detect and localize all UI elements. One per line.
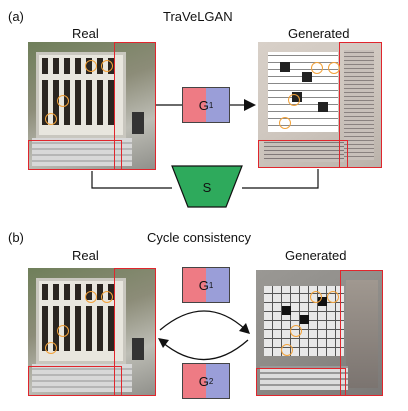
orange-circle: [85, 60, 97, 72]
orange-circle: [288, 94, 300, 106]
siamese-label: S: [202, 180, 212, 195]
arrow-head-icon: [239, 323, 250, 334]
red-box-bottom-generated-b: [256, 368, 346, 396]
red-box-right-real-b: [114, 268, 156, 396]
orange-circle: [57, 95, 69, 107]
generator-g1-name: G: [198, 97, 209, 113]
red-box-right-generated-b: [340, 270, 383, 396]
orange-circle: [311, 62, 323, 74]
real-abacus-image-a: [28, 42, 155, 170]
panel-b-label: (b): [8, 230, 24, 245]
generator-g2-name-b: G: [198, 373, 209, 389]
red-box-right-real-a: [114, 42, 156, 170]
panel-a-title: TraVeLGAN: [163, 9, 233, 24]
red-box-bottom-generated-a: [258, 140, 348, 168]
panel-a-label: (a): [8, 9, 24, 24]
orange-circle: [45, 342, 57, 354]
generator-g2-subscript-b: 2: [208, 376, 214, 386]
orange-circle: [328, 62, 340, 74]
panel-b-real-label: Real: [72, 248, 99, 263]
panel-b-generated-label: Generated: [285, 248, 347, 263]
orange-circle: [281, 344, 293, 356]
orange-circle: [101, 60, 113, 72]
generator-g1-name-b: G: [198, 277, 209, 293]
panel-a-real-label: Real: [72, 26, 99, 41]
orange-circle: [45, 113, 57, 125]
panel-b-title: Cycle consistency: [147, 230, 252, 245]
generated-grid-image-b: [256, 270, 383, 396]
red-box-bottom-real-a: [28, 140, 122, 170]
orange-circle: [85, 291, 97, 303]
orange-circle: [290, 325, 302, 337]
orange-circle: [101, 291, 113, 303]
generator-g1-subscript: 1: [208, 100, 214, 110]
orange-circle: [279, 117, 291, 129]
orange-circle: [327, 291, 339, 303]
orange-circle: [310, 291, 322, 303]
arrow-head-icon: [158, 338, 169, 348]
red-box-right-generated-a: [339, 42, 382, 168]
arrow-head-icon: [244, 99, 256, 111]
red-box-bottom-real-b: [28, 366, 122, 396]
generator-g1-subscript-b: 1: [208, 280, 214, 290]
siamese-network-shape: [171, 165, 243, 208]
panel-a-generated-label: Generated: [288, 26, 350, 41]
orange-circle: [57, 325, 69, 337]
